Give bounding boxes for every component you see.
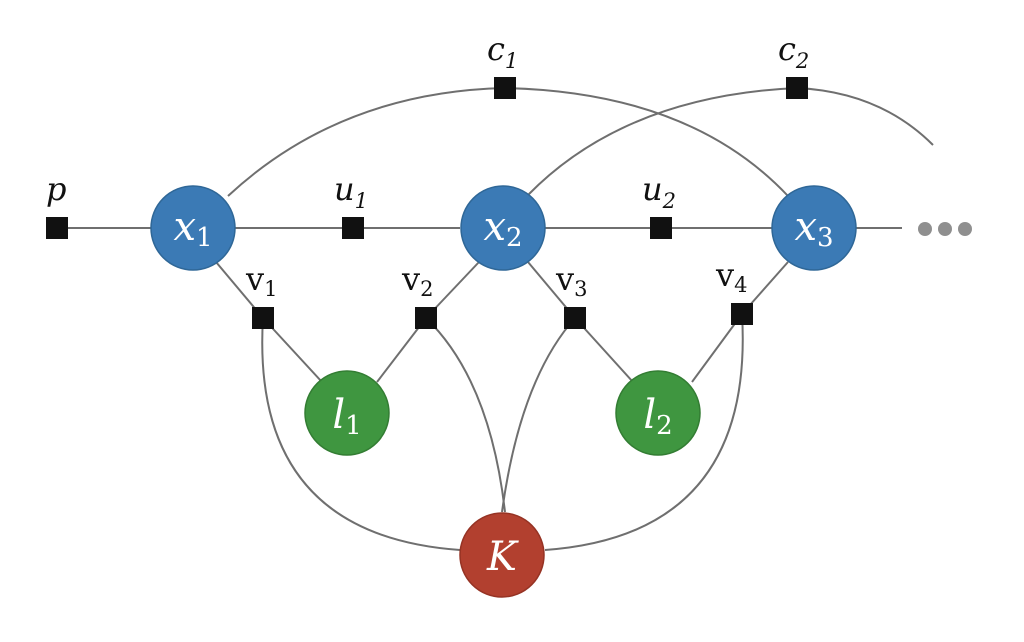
node-K-label: K: [486, 534, 519, 580]
node-x1-label: x1: [173, 204, 212, 253]
factor-v2: [415, 307, 437, 329]
factor-label-v4: v4: [715, 256, 747, 297]
edge-v3-K: [501, 317, 576, 513]
factor-u1: [342, 217, 364, 239]
edge-v2-K: [425, 317, 506, 513]
edge-c2-continuation: [796, 87, 934, 146]
edge-x1-c1: [227, 87, 506, 197]
edge-v4-K: [544, 313, 744, 551]
ellipsis-dot: [918, 222, 932, 236]
node-l1: l1: [304, 370, 390, 456]
factor-label-p: p: [46, 170, 66, 208]
ellipsis-dot: [958, 222, 972, 236]
edge-c1-x3: [504, 87, 789, 197]
factors: [46, 77, 808, 329]
factor-c1: [494, 77, 516, 99]
factor-label-u2: u2: [642, 170, 676, 213]
edge-v4-l2: [691, 313, 743, 383]
factor-label-v1: v1: [245, 260, 277, 301]
edges: [57, 87, 934, 551]
factor-p: [46, 217, 68, 239]
factor-label-v2: v2: [401, 260, 433, 301]
node-x2-label: x2: [483, 204, 522, 253]
factor-label-c2: c2: [778, 30, 809, 73]
node-x3: x3: [771, 185, 857, 271]
edge-x2-c2: [527, 87, 798, 196]
factor-v3: [564, 307, 586, 329]
node-l1-label: l1: [332, 392, 361, 441]
factor-c2: [786, 77, 808, 99]
node-x1: x1: [150, 185, 236, 271]
factor-u2: [650, 217, 672, 239]
node-K: K: [459, 512, 545, 598]
factor-label-c1: c1: [487, 30, 518, 73]
factor-label-u1: u1: [334, 170, 368, 213]
ellipsis-dot: [938, 222, 952, 236]
node-x2: x2: [460, 185, 546, 271]
node-l2-label: l2: [643, 392, 672, 441]
factor-labels: p u1 u2 c1 c2 v1 v2 v3 v4: [46, 30, 809, 301]
node-x3-label: x3: [794, 204, 833, 253]
factor-label-v3: v3: [555, 260, 587, 301]
node-l2: l2: [615, 370, 701, 456]
variable-nodes: x1 x2 x3 l1 l2 K: [150, 185, 857, 598]
factor-v1: [252, 307, 274, 329]
edge-v1-K: [261, 317, 461, 551]
continuation-ellipsis: [918, 222, 972, 236]
factor-v4: [731, 303, 753, 325]
